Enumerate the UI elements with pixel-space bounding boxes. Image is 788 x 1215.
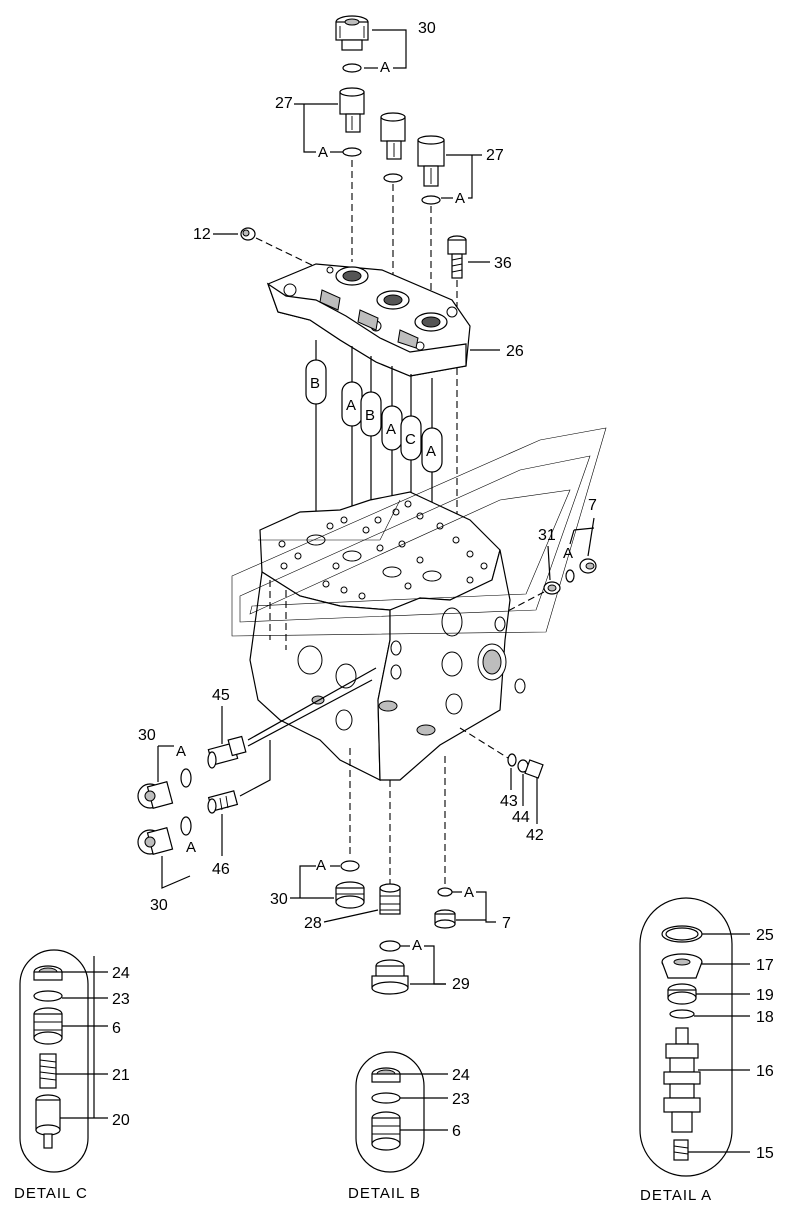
cover-26 (266, 263, 471, 377)
detail-a (639, 897, 733, 1177)
valve-28 (379, 883, 401, 915)
ref-a-top: A (380, 59, 390, 76)
svg-text:A: A (346, 397, 356, 414)
label-42: 42 (526, 827, 544, 844)
o-ring-7-bottom (437, 887, 453, 897)
bolt-36 (447, 235, 467, 279)
svg-text:C: C (405, 431, 416, 448)
ref-a-29: A (412, 937, 422, 954)
ref-a-7-bottom: A (464, 884, 474, 901)
label-36: 36 (494, 255, 512, 272)
valve-27-middle (380, 112, 406, 160)
o-ring-30-bottom (340, 860, 360, 872)
detail-c-caption: DETAIL C (14, 1185, 88, 1202)
label-30-bottom: 30 (270, 891, 288, 908)
detail-b-label-23: 23 (452, 1091, 470, 1108)
ref-a-left-lower: A (186, 839, 196, 856)
detail-c-label-24: 24 (112, 965, 130, 982)
plug-30-left-upper (137, 781, 174, 809)
o-ring-7-right (565, 569, 575, 583)
plug-30-top (335, 15, 369, 51)
detail-a-label-25: 25 (756, 927, 774, 944)
plug-42 (524, 759, 544, 779)
label-30-top: 30 (418, 20, 436, 37)
label-27-right: 27 (486, 147, 504, 164)
capsule-a-2: A (381, 405, 403, 451)
detail-a-label-15: 15 (756, 1145, 774, 1162)
detail-a-label-17: 17 (756, 957, 774, 974)
detail-a-label-19: 19 (756, 987, 774, 1004)
o-ring-a-27-right (421, 195, 441, 205)
detail-c-label-23: 23 (112, 991, 130, 1008)
valve-46 (207, 790, 239, 814)
ref-a-27-right: A (455, 190, 465, 207)
capsule-b-2: B (360, 391, 382, 437)
label-29: 29 (452, 976, 470, 993)
detail-c (19, 949, 89, 1173)
detail-b (355, 1051, 425, 1173)
label-26: 26 (506, 343, 524, 360)
o-ring-30-left-lower (180, 816, 192, 836)
plug-30-bottom (335, 881, 365, 909)
ref-a-30-bottom: A (316, 857, 326, 874)
ref-a-left-upper: A (176, 743, 186, 760)
o-ring-43 (507, 753, 517, 767)
ref-a-right: A (563, 545, 573, 562)
plug-7-bottom (434, 909, 456, 929)
o-ring-a-27-left (342, 147, 362, 157)
detail-c-label-21: 21 (112, 1067, 130, 1084)
detail-b-label-6: 6 (452, 1123, 461, 1140)
label-31: 31 (538, 527, 556, 544)
plug-29 (371, 959, 409, 995)
ref-a-27-left: A (318, 144, 328, 161)
svg-text:B: B (365, 407, 375, 424)
plug-30-left-lower (137, 827, 174, 855)
detail-c-label-20: 20 (112, 1112, 130, 1129)
detail-a-label-16: 16 (756, 1063, 774, 1080)
plug-31 (543, 581, 561, 595)
label-12: 12 (193, 226, 211, 243)
label-28: 28 (304, 915, 322, 932)
o-ring-29 (379, 940, 401, 952)
valve-45 (207, 735, 247, 769)
capsule-b-left: B (305, 359, 327, 405)
capsule-a-1: A (341, 381, 363, 427)
o-ring-a-top (342, 63, 362, 73)
capsule-a-3: A (421, 427, 443, 473)
svg-text:A: A (386, 421, 396, 438)
label-7-bottom: 7 (502, 915, 511, 932)
svg-text:B: B (310, 375, 320, 392)
detail-c-label-6: 6 (112, 1020, 121, 1037)
plug-7-right (579, 558, 597, 574)
valve-27-right (417, 135, 445, 187)
plug-12 (240, 227, 256, 241)
svg-text:A: A (426, 443, 436, 460)
label-30-left-lower: 30 (150, 897, 168, 914)
capsule-c: C (400, 415, 422, 461)
label-45: 45 (212, 687, 230, 704)
valve-body (249, 491, 526, 781)
o-ring-middle (383, 173, 403, 183)
label-43: 43 (500, 793, 518, 810)
label-46: 46 (212, 861, 230, 878)
detail-a-label-18: 18 (756, 1009, 774, 1026)
label-27-left: 27 (275, 95, 293, 112)
label-44: 44 (512, 809, 530, 826)
detail-a-caption: DETAIL A (640, 1187, 712, 1204)
o-ring-30-left-upper (180, 768, 192, 788)
label-7-right: 7 (588, 497, 597, 514)
detail-b-caption: DETAIL B (348, 1185, 421, 1202)
detail-b-label-24: 24 (452, 1067, 470, 1084)
valve-27-left (339, 87, 365, 133)
label-30-left-upper: 30 (138, 727, 156, 744)
